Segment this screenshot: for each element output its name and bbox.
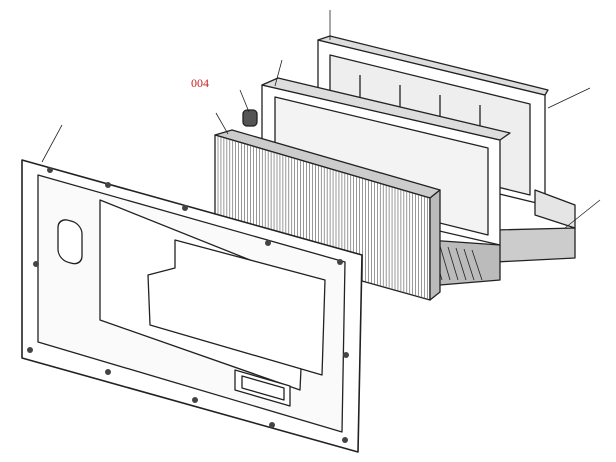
front-plate [21, 159, 363, 453]
part-callout-004: 004 [191, 76, 209, 90]
leader-lines [41, 10, 601, 229]
